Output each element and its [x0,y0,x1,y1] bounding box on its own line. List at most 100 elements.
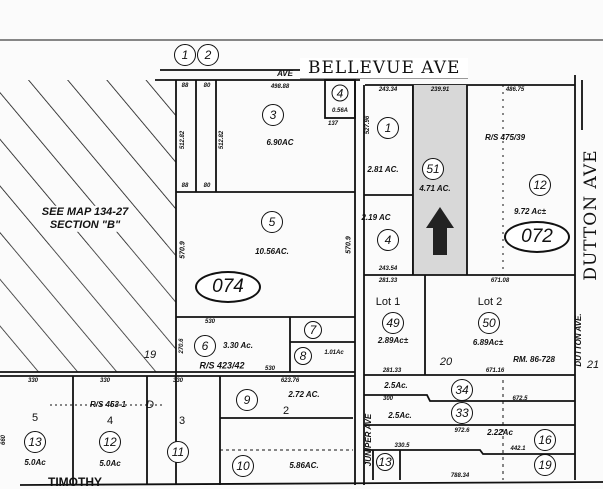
parcel-number[interactable]: 16 [534,429,556,451]
parcel-acreage: 4.71 AC. [419,184,451,193]
dimension: 442.1 [510,446,526,452]
dimension: 570.9 [179,241,187,259]
dimension: 80 [203,183,211,189]
parcel-acreage: 2.5Ac. [384,381,408,390]
dimension: 330 [172,378,184,384]
dimension: 672.5 [512,396,528,402]
hatched-area-lower [0,245,176,372]
parcel-acreage: 2.72 AC. [288,390,320,399]
record-survey: RM. 86-728 [513,355,555,364]
parcel-acreage: 2.22Ac [487,428,513,437]
parcel-number[interactable]: 1 [174,44,196,66]
dimension: 270.6 [179,338,185,354]
dimension: 660 [1,434,7,446]
record-survey: R/S 453-1 [89,400,127,409]
note-line-2: SECTION "B" [49,219,121,231]
dimension: 570.9 [345,236,353,254]
parcel-acreage: 2.5Ac. [388,411,412,420]
parcel-number[interactable]: 4 [377,229,399,251]
note-line-1: SEE MAP 134-27 [41,205,129,218]
dimension: 788.34 [450,473,470,479]
tract-lot-number: 21 [586,359,600,371]
dimension: 498.88 [270,84,290,90]
dimension: 530 [204,319,216,325]
dimension: 88 [181,183,189,189]
book-page-072: 072 [504,221,570,253]
dimension: 512.82 [219,130,225,150]
arrow-icon [426,207,454,255]
parcel-acreage: 6.89Ac± [472,338,504,347]
dimension: 330 [27,378,39,384]
tract-lot-number: 2 [282,405,290,417]
parcel-number[interactable]: 8 [294,347,312,365]
lot-label: Lot 2 [477,296,503,308]
parcel-acreage: 2.81 AC. [367,165,399,174]
dimension: 80 [203,83,211,89]
parcel-acreage: 5.0Ac [24,458,46,467]
dimension: 623.76 [280,378,300,384]
dimension: 281.33 [378,278,398,284]
dimension: 137 [327,121,339,127]
street-timothy: TIMOTHY [48,475,102,489]
parcel-number[interactable]: 9 [236,389,258,411]
record-survey: R/S 475/39 [484,133,526,142]
tract-lot-number: 20 [439,356,453,368]
parcel-number[interactable]: 1 [377,117,399,139]
tract-lot-letter: D [146,399,154,411]
parcel-acreage: 3.30 Ac. [223,341,253,350]
parcel-acreage: 10.56AC. [255,247,289,256]
parcel-acreage: 5.0Ac [99,459,121,468]
street-ave-small: AVE [277,69,293,78]
dimension: 530 [264,366,276,372]
lot-label: Lot 1 [375,296,401,308]
parcel-number[interactable]: 12 [529,174,551,196]
book-page-074: 074 [195,271,261,303]
parcel-number[interactable]: 50 [478,312,500,334]
parcel-number[interactable]: 6 [194,335,216,357]
dimension: 243.54 [378,266,398,272]
parcel-number[interactable]: 19 [534,454,556,476]
parcel-acreage: 1.01Ac [324,350,344,356]
record-survey: R/S 423/42 [199,360,245,371]
parcel-number[interactable]: 13 [376,453,394,471]
parcel-number[interactable]: 33 [451,402,473,424]
street-dutton-ave-small: DUTTON AVE. [574,313,583,367]
parcel-number[interactable]: 4 [331,84,349,102]
dimension: 512.82 [180,130,186,150]
dimension: 330.5 [394,443,410,449]
parcel-acreage: 2.19 AC [361,213,391,222]
parcel-number[interactable]: 2 [197,44,219,66]
parcel-number[interactable]: 3 [262,104,284,126]
parcel-acreage: 5.86AC. [289,461,319,470]
dimension: 243.34 [378,87,398,93]
street-juniper-ave: JUNIPER AVE [364,413,373,467]
parcel-acreage: 9.72 Ac± [513,207,547,216]
map-reference-note: SEE MAP 134-27 SECTION "B" [41,205,129,233]
street-bellevue-ave: BELLEVUE AVE [300,58,469,79]
dimension: 972.6 [454,428,470,434]
parcel-number[interactable]: 11 [167,441,189,463]
parcel-number[interactable]: 13 [24,431,46,453]
tract-lot-number: 5 [31,412,39,424]
parcel-number[interactable]: 5 [261,211,283,233]
tract-lot-number: 3 [178,415,186,427]
dimension: 281.33 [382,368,402,374]
dimension: 671.16 [485,368,505,374]
tract-lot-number: 4 [106,415,114,427]
parcel-number[interactable]: 12 [99,431,121,453]
street-dutton-ave: DUTTON AVE [581,149,601,281]
parcel-number[interactable]: 34 [451,379,473,401]
parcel-number[interactable]: 49 [382,312,404,334]
parcel-number[interactable]: 7 [304,321,322,339]
dimension: 527.96 [365,115,371,135]
parcel-number[interactable]: 10 [232,455,254,477]
parcel-acreage: 6.90AC [266,138,294,147]
parcel-acreage: 2.89Ac± [377,336,409,345]
parcel-number[interactable]: 51 [422,158,444,180]
dimension: 671.08 [490,278,510,284]
dimension: 486.75 [505,87,525,93]
dimension: 300 [382,396,394,402]
dimension: 330 [99,378,111,384]
